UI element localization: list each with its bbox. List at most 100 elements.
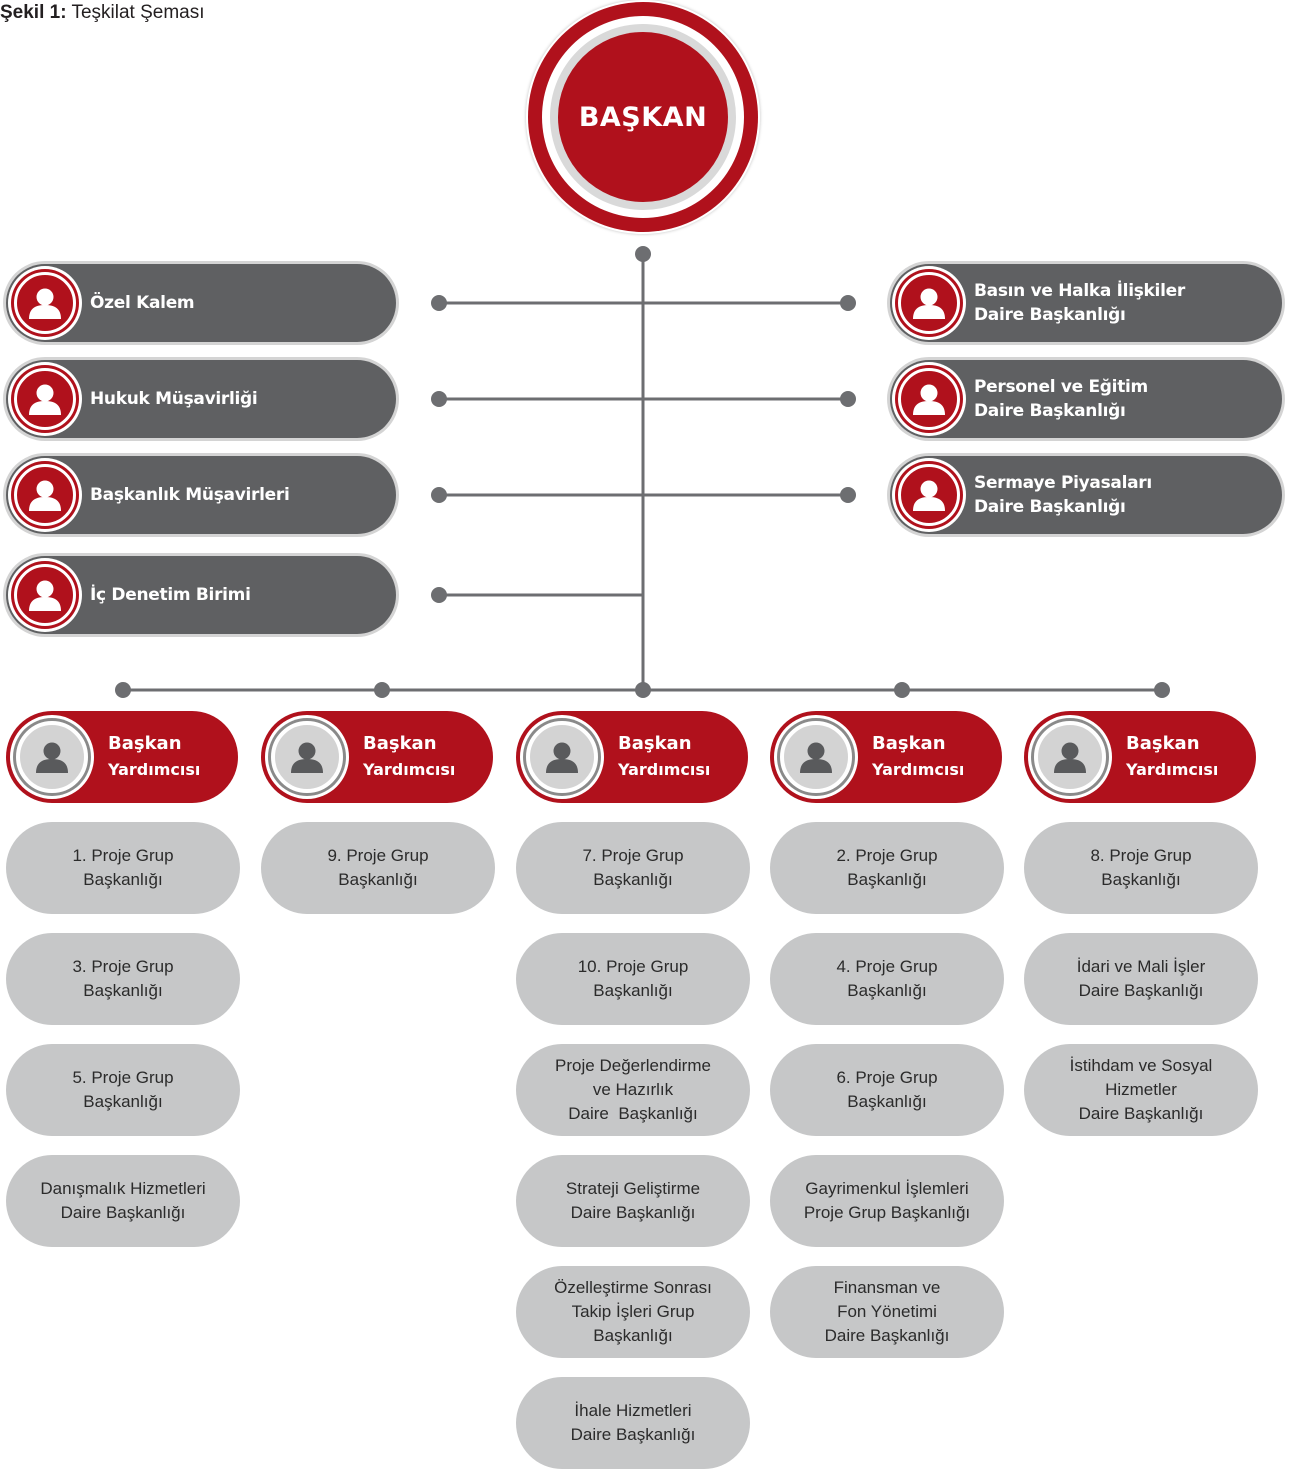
vp-bus-dot xyxy=(374,682,390,698)
department-label-line: 3. Proje Grup xyxy=(72,957,174,976)
department-label-line: Gayrimenkul İşlemleri xyxy=(805,1179,969,1198)
department-label-line: 2. Proje Grup xyxy=(836,846,938,865)
department-label-line: 7. Proje Grup xyxy=(582,846,684,865)
figure-caption: Şekil 1: Teşkilat Şeması xyxy=(0,2,205,24)
department-label-line: Başkanlığı xyxy=(847,1092,927,1111)
person-icon xyxy=(29,288,61,319)
department-label-line: Daire Başkanlığı xyxy=(824,1326,950,1345)
unit-label: Hukuk Müşavirliği xyxy=(90,360,386,438)
department-label-line: Strateji Geliştirme xyxy=(565,1179,701,1198)
person-icon xyxy=(29,384,61,415)
department-label-line: ve Hazırlık xyxy=(592,1080,674,1099)
unit-label-line: İç Denetim Birimi xyxy=(90,585,251,605)
vp-bus-dot xyxy=(115,682,131,698)
left-staff-unit: Hukuk Müşavirliği xyxy=(6,360,396,438)
department-label-line: İdari ve Mali İşler xyxy=(1076,957,1206,976)
department-label-line: İstihdam ve Sosyal xyxy=(1069,1056,1213,1075)
person-icon xyxy=(800,742,832,773)
unit-label-line: Özel Kalem xyxy=(90,293,195,313)
unit-label-line: Daire Başkanlığı xyxy=(974,497,1126,517)
department-label-line: Danışmalık Hizmetleri xyxy=(40,1179,206,1198)
department-label-line: Başkanlığı xyxy=(83,870,163,889)
vice-president-title: Başkan xyxy=(618,733,692,754)
vice-president-subtitle: Yardımcısı xyxy=(1126,760,1219,779)
department-label-line: 1. Proje Grup xyxy=(72,846,174,865)
department-label-line: Başkanlığı xyxy=(83,1092,163,1111)
department-label-line: 4. Proje Grup xyxy=(836,957,938,976)
vice-president-title: Başkan xyxy=(108,733,182,754)
vp-bus-dot xyxy=(894,682,910,698)
unit-label: Başkanlık Müşavirleri xyxy=(90,456,386,534)
figure-number: Şekil 1: xyxy=(0,2,67,23)
department-label-line: 10. Proje Grup xyxy=(577,957,689,976)
unit-label: Özel Kalem xyxy=(90,264,386,342)
department-label-line: Hizmetler xyxy=(1105,1080,1177,1099)
department-label-line: Daire Başkanlığı xyxy=(1078,981,1204,1000)
department-label-line: Başkanlığı xyxy=(593,981,673,1000)
left-staff-unit: İç Denetim Birimi xyxy=(6,556,396,634)
vice-president-subtitle: Yardımcısı xyxy=(108,760,201,779)
department-label-line: Başkanlığı xyxy=(847,981,927,1000)
president-node: BAŞKAN xyxy=(526,0,760,234)
left-staff-unit: Özel Kalem xyxy=(6,264,396,342)
department-label-line: Başkanlığı xyxy=(847,870,927,889)
department-label-line: Proje Grup Başkanlığı xyxy=(803,1203,971,1222)
department-label-line: 5. Proje Grup xyxy=(72,1068,174,1087)
person-icon xyxy=(29,580,61,611)
person-icon xyxy=(546,742,578,773)
department-label-line: 8. Proje Grup xyxy=(1090,846,1192,865)
department-label-line: Daire Başkanlığı xyxy=(568,1104,698,1123)
department-label-line: Takip İşleri Grup xyxy=(571,1302,695,1321)
vice-president-subtitle: Yardımcısı xyxy=(618,760,711,779)
figure-title: Teşkilat Şeması xyxy=(71,2,205,23)
vp-bus-dot xyxy=(635,682,651,698)
person-icon xyxy=(36,742,68,773)
department-label-line: 6. Proje Grup xyxy=(836,1068,938,1087)
vice-president-title: Başkan xyxy=(363,733,437,754)
person-icon xyxy=(291,742,323,773)
vice-president-subtitle: Yardımcısı xyxy=(872,760,965,779)
department-label-line: Özelleştirme Sonrası xyxy=(554,1278,712,1297)
unit-label-line: Daire Başkanlığı xyxy=(974,401,1126,421)
department-label-line: Daire Başkanlığı xyxy=(60,1203,186,1222)
unit-label-line: Personel ve Eğitim xyxy=(974,377,1148,397)
trunk-top-dot xyxy=(635,246,651,262)
left-staff-unit: Başkanlık Müşavirleri xyxy=(6,456,396,534)
person-icon xyxy=(1054,742,1086,773)
person-icon xyxy=(913,288,945,319)
vp-bus-dot xyxy=(1154,682,1170,698)
unit-label-line: Sermaye Piyasaları xyxy=(974,473,1152,493)
department-label-line: Daire Başkanlığı xyxy=(570,1203,696,1222)
department-label-line: Fon Yönetimi xyxy=(837,1302,937,1321)
unit-label: İç Denetim Birimi xyxy=(90,556,386,634)
person-icon xyxy=(913,480,945,511)
department-label-line: Başkanlığı xyxy=(83,981,163,1000)
